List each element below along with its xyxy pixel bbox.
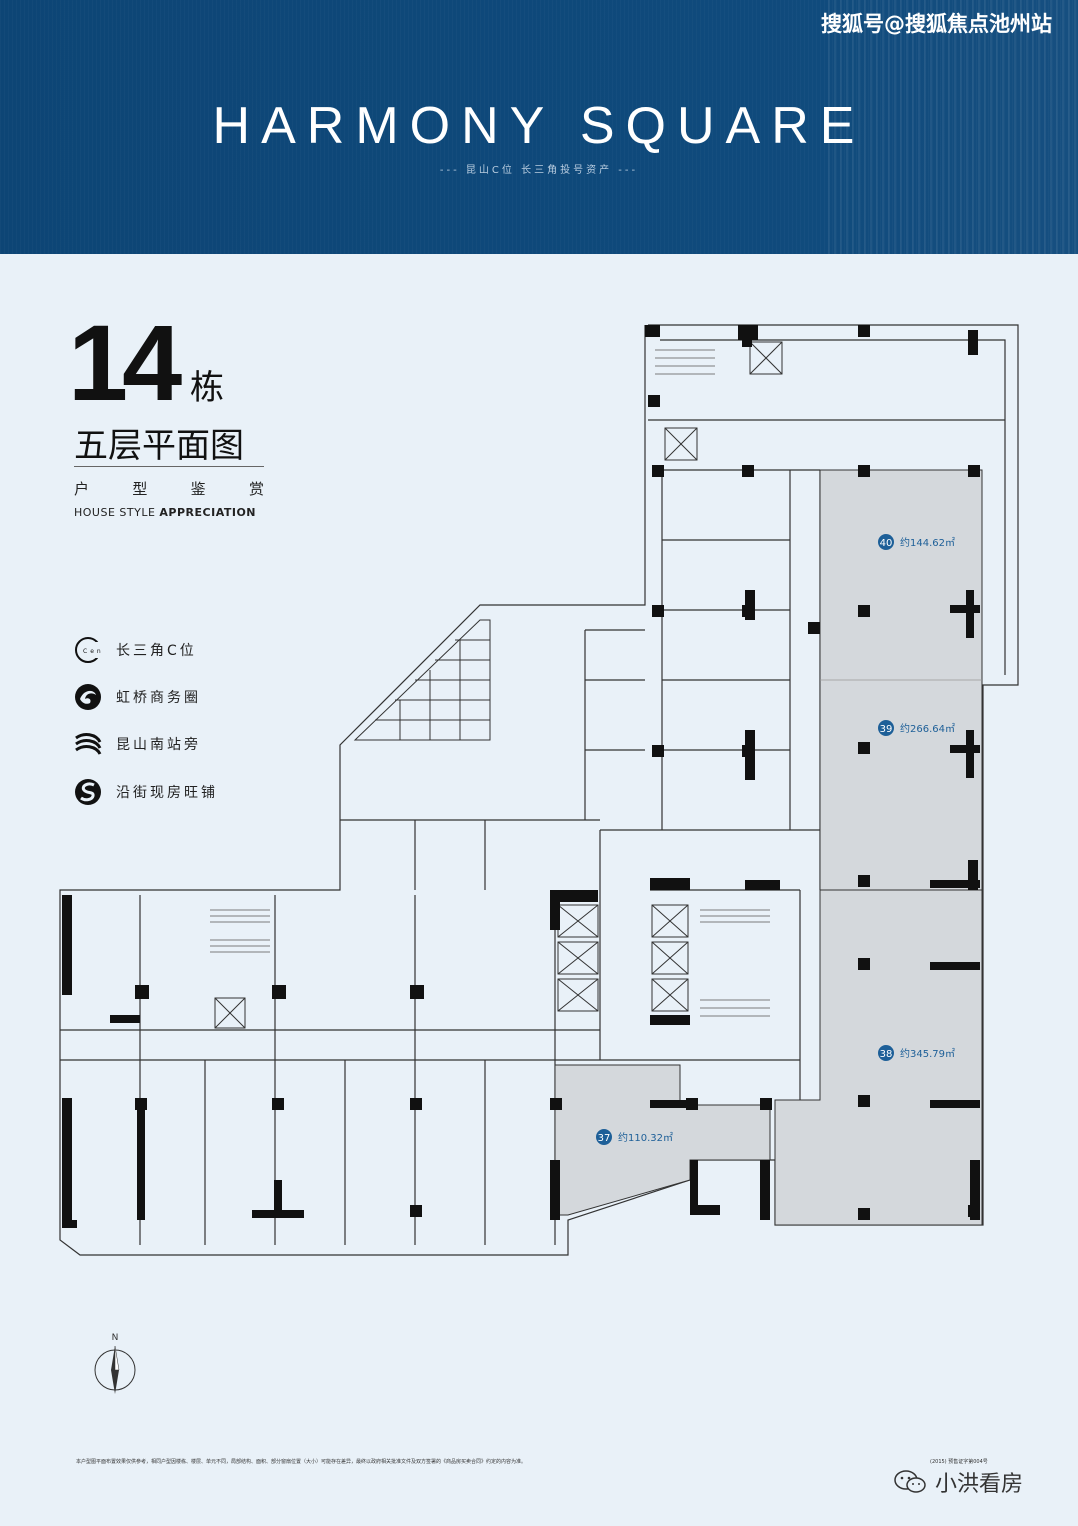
brand-title: HARMONY SQUARE — [212, 97, 866, 155]
unit-badge-39: 39 约266.64㎡ — [878, 720, 955, 736]
building-suffix: 栋 — [190, 368, 224, 408]
unit-area: 约266.64㎡ — [900, 722, 955, 735]
subtitle-char: 鉴 — [190, 480, 206, 498]
feature-label: 昆山南站旁 — [116, 737, 201, 753]
building-number: 14 — [68, 302, 182, 423]
footer-brand: 小洪看房 — [893, 1466, 1023, 1498]
watermark-text: 搜狐号@搜狐焦点池州站 — [821, 12, 1052, 36]
units-shaded — [554, 469, 983, 1226]
unit-badge-40: 40 约144.62㎡ — [878, 534, 955, 550]
feature-item: Center 长三角C位 — [74, 636, 197, 664]
license-text: (2015) 预售证字第004号 — [930, 1459, 988, 1465]
subtitle-char: 户 — [74, 480, 90, 498]
unit-number: 39 — [880, 724, 893, 735]
unit-number: 40 — [880, 538, 893, 549]
feature-label: 沿街现房旺铺 — [116, 785, 218, 801]
columns — [62, 325, 980, 1228]
floor-title: 五层平面图 — [74, 426, 244, 466]
subtitle-cn: 户 型 鉴 赏 — [74, 478, 264, 499]
unit-number: 38 — [880, 1049, 893, 1060]
elevators — [214, 341, 783, 1029]
brand-tagline: --- 昆山C位 长三角投号资产 --- — [439, 165, 639, 176]
feature-item: 沿街现房旺铺 — [74, 778, 218, 806]
subtitle-char: 赏 — [248, 480, 264, 498]
unit-area: 约144.62㎡ — [900, 536, 955, 549]
subtitle-en-prefix: HOUSE STYLE — [74, 506, 160, 519]
subtitle-en-bold: APPRECIATION — [159, 506, 257, 519]
hongqiao-icon — [75, 684, 101, 710]
unit-37-area — [554, 1064, 771, 1216]
compass-icon: N — [94, 1333, 136, 1394]
wechat-icon — [894, 1470, 926, 1493]
header-banner: 搜狐号@搜狐焦点池州站 HARMONY SQUARE --- 昆山C位 长三角投… — [0, 0, 1078, 254]
feature-label: 虹桥商务圈 — [116, 690, 201, 706]
footnote: 本户型图平面布置效果仅供参考，相同户型因楼栋、楼层、单元不同，局部结构、面积、部… — [76, 1459, 527, 1465]
unit-38-area — [774, 889, 983, 1226]
feature-label: 长三角C位 — [116, 643, 197, 659]
unit-badge-38: 38 约345.79㎡ — [878, 1045, 955, 1061]
header-stripes — [828, 0, 1078, 254]
plan-outline — [59, 324, 1019, 1256]
subtitle-en: HOUSE STYLE APPRECIATION — [74, 506, 256, 519]
station-icon — [75, 733, 102, 755]
stairs — [210, 349, 770, 1017]
feature-item: 昆山南站旁 — [74, 730, 201, 758]
unit-area: 约110.32㎡ — [618, 1131, 673, 1144]
shop-icon — [75, 779, 101, 805]
feature-item: 虹桥商务圈 — [74, 683, 201, 711]
unit-number: 37 — [598, 1133, 611, 1144]
svg-text:Center: Center — [83, 648, 102, 655]
unit-badge-37: 37 约110.32㎡ — [596, 1129, 673, 1145]
subtitle-char: 型 — [132, 480, 148, 498]
title-divider — [74, 466, 264, 467]
glass-grid — [353, 619, 491, 741]
compass-north-label: N — [112, 1333, 119, 1343]
footer-brand-label: 小洪看房 — [935, 1472, 1024, 1497]
unit-area: 约345.79㎡ — [900, 1047, 955, 1060]
center-icon: Center — [75, 637, 102, 663]
